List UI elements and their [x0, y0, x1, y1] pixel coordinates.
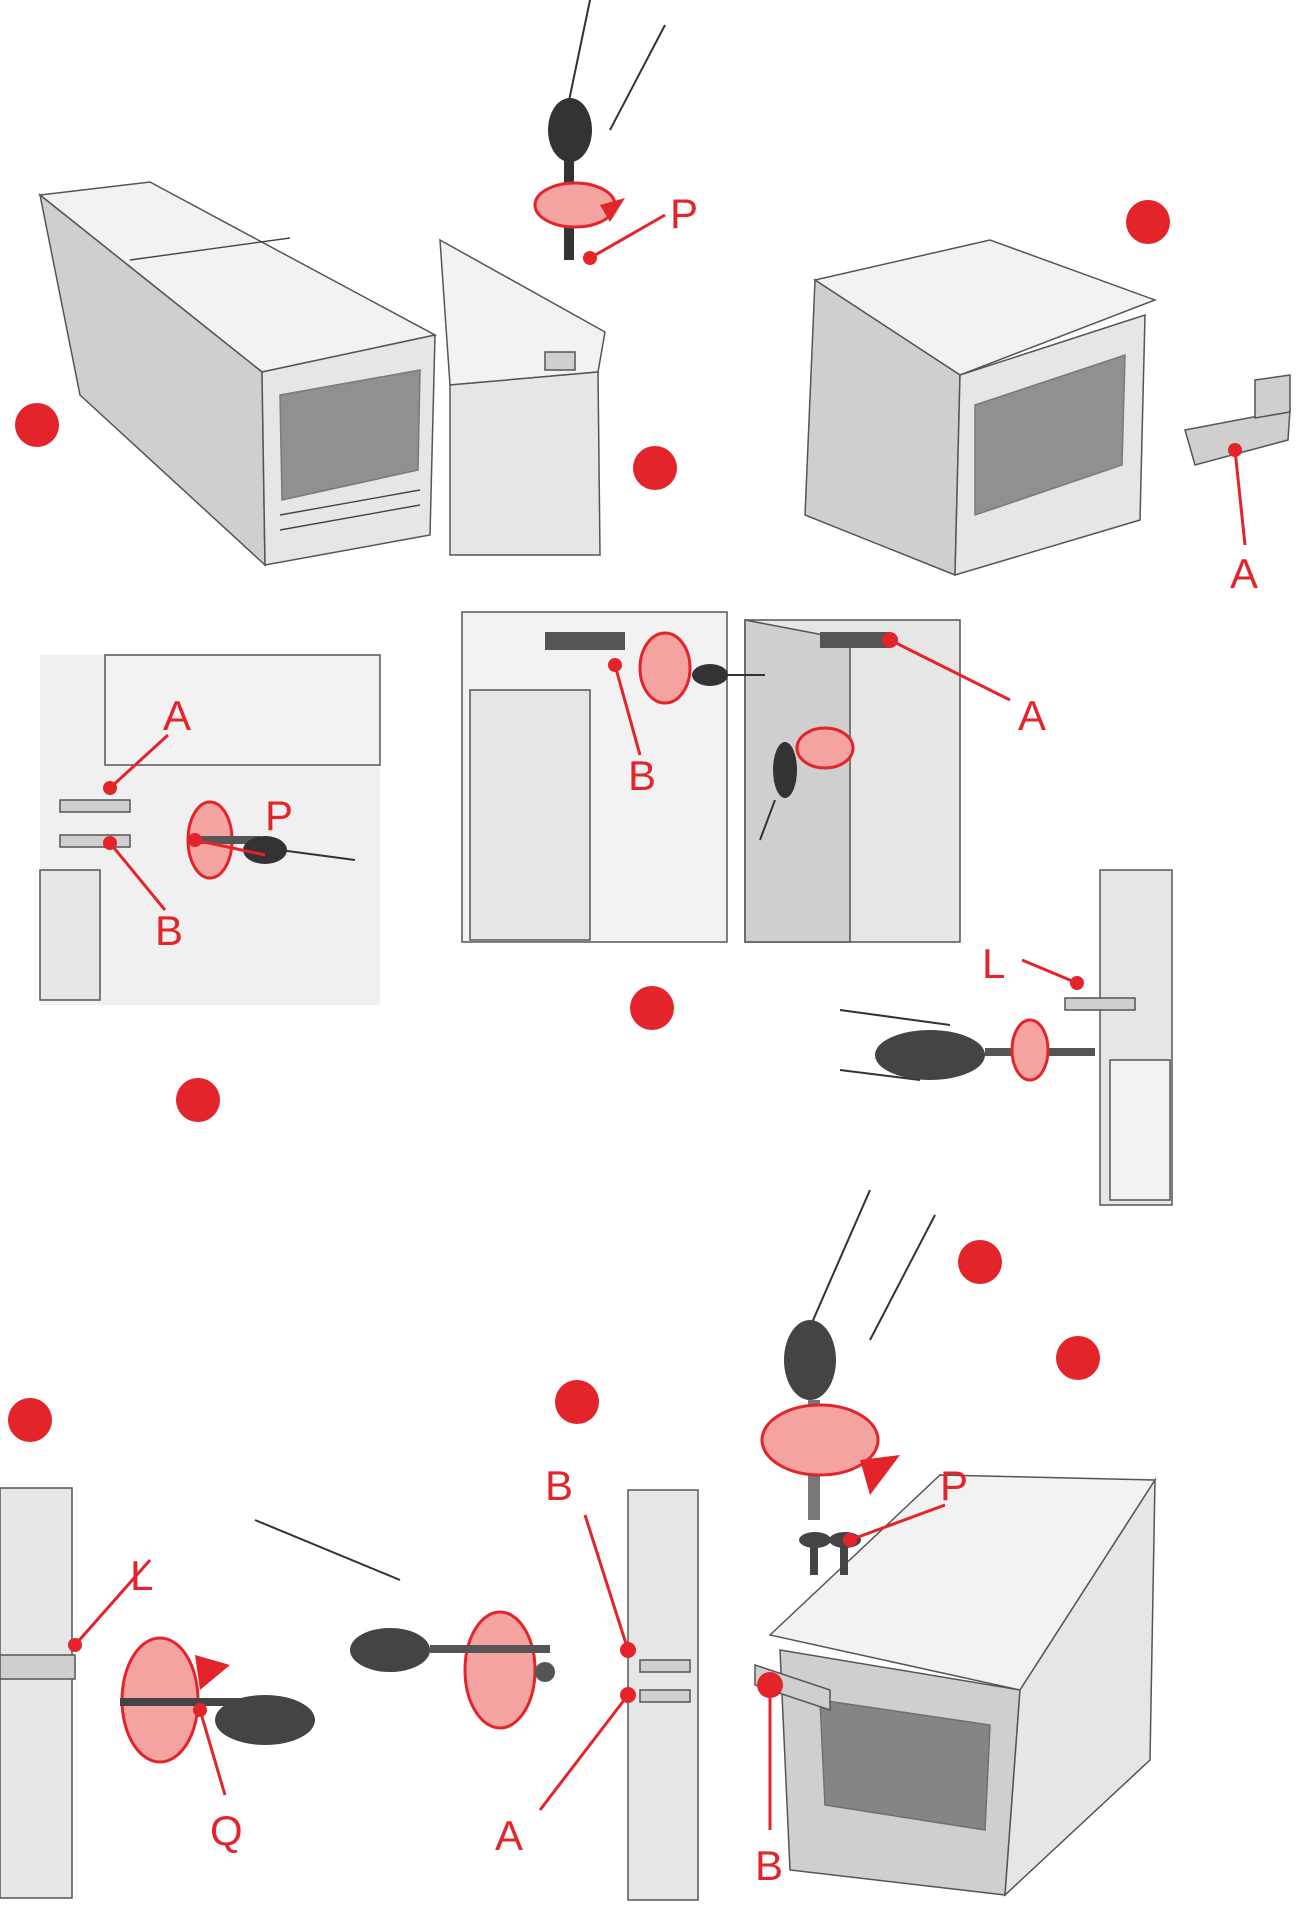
screwdriver-icon-right: [839, 1009, 1095, 1081]
label-p-top: P: [670, 190, 698, 237]
label-p-bottom-right: P: [940, 1462, 968, 1509]
step-2-appliance: [439, 238, 606, 556]
label-a-top-right: A: [1230, 550, 1258, 597]
label-b-bottom-center: B: [545, 1462, 573, 1509]
step-3-marker: [1126, 200, 1170, 244]
step-8-marker: [555, 1380, 599, 1424]
step-5-appliance: [461, 611, 961, 943]
step-4-marker: [176, 1078, 220, 1122]
label-l-bottom-left: L: [130, 1552, 153, 1599]
label-p-mid-left: P: [265, 792, 293, 839]
step-1-marker: [15, 403, 59, 447]
bracket-icon: [1184, 374, 1291, 466]
label-b-bottom-right: B: [755, 1842, 783, 1889]
step-7-appliance: [0, 1487, 76, 1899]
label-b-center: B: [628, 752, 656, 799]
screwdriver-icon-bottom-center: [350, 1628, 555, 1682]
step-3-appliance: [804, 239, 1158, 577]
label-a-bottom-center: A: [495, 1812, 523, 1859]
step-5-marker: [630, 986, 674, 1030]
screwdriver-icon-bottom-left: [120, 1519, 401, 1745]
step-9-marker-b: [1056, 1336, 1100, 1380]
step-9-marker-a: [958, 1240, 1002, 1284]
label-a-mid-left: A: [163, 692, 191, 739]
step-2-marker: [633, 446, 677, 490]
rotate-arrow-icon-bottom-center: [463, 1610, 537, 1730]
label-b-mid-left: B: [155, 907, 183, 954]
rotate-arrow-icon-bottom-right: [760, 1403, 900, 1495]
rotate-arrow-icon-center: [638, 631, 855, 770]
label-a-center: A: [1018, 692, 1046, 739]
screwdriver-icon-mid-left: [190, 836, 356, 864]
step-8-appliance: [627, 1489, 699, 1901]
rotate-arrow-icon: [533, 181, 625, 229]
step-7-marker: [8, 1398, 52, 1442]
label-q-bottom-left: Q: [210, 1807, 243, 1854]
rotate-arrow-icon-right: [1010, 1018, 1050, 1082]
step-1-appliance: [38, 181, 438, 567]
step-9-appliance: [768, 1474, 1157, 1897]
label-l-right: L: [982, 940, 1005, 987]
step-6-appliance: [1064, 869, 1173, 1206]
screwdriver-icon-center: [692, 664, 797, 841]
